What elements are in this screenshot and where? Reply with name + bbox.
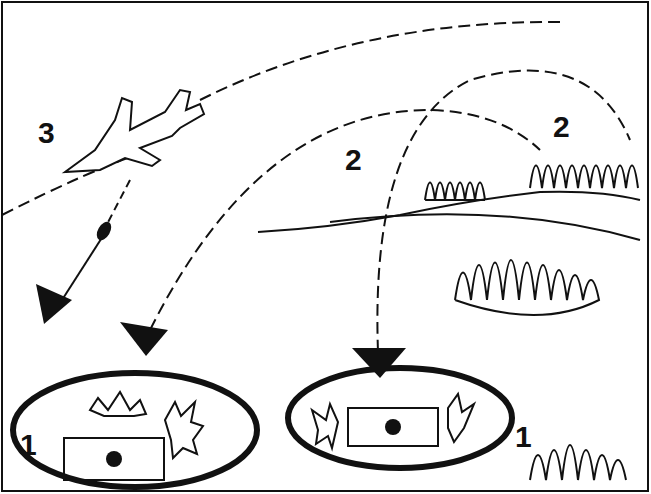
flight-path — [200, 22, 560, 100]
hill — [330, 214, 640, 240]
burst-symbol — [312, 404, 338, 448]
callout-number: 2 — [553, 112, 570, 142]
burst-symbol — [448, 394, 474, 442]
burst-symbol — [165, 402, 203, 458]
target-dot — [385, 419, 401, 435]
callout-number: 1 — [20, 430, 37, 460]
aircraft — [65, 90, 204, 172]
arrowhead — [120, 322, 168, 356]
arrowhead — [352, 348, 406, 378]
arrowhead — [36, 284, 72, 324]
trees — [530, 166, 638, 189]
target-symbol — [64, 438, 164, 480]
callout-number: 1 — [515, 422, 532, 452]
trees — [425, 183, 485, 201]
bomb — [94, 219, 114, 242]
callout-number: 3 — [38, 118, 55, 148]
trees — [530, 445, 626, 480]
callout-number: 2 — [345, 145, 362, 175]
target-zone — [288, 368, 512, 468]
target-dot — [106, 451, 122, 467]
burst-symbol — [90, 392, 146, 416]
trees — [455, 260, 599, 315]
drop-line — [62, 236, 103, 300]
drop-line — [105, 180, 130, 228]
target-symbol — [348, 408, 438, 446]
target-zone — [13, 373, 257, 487]
